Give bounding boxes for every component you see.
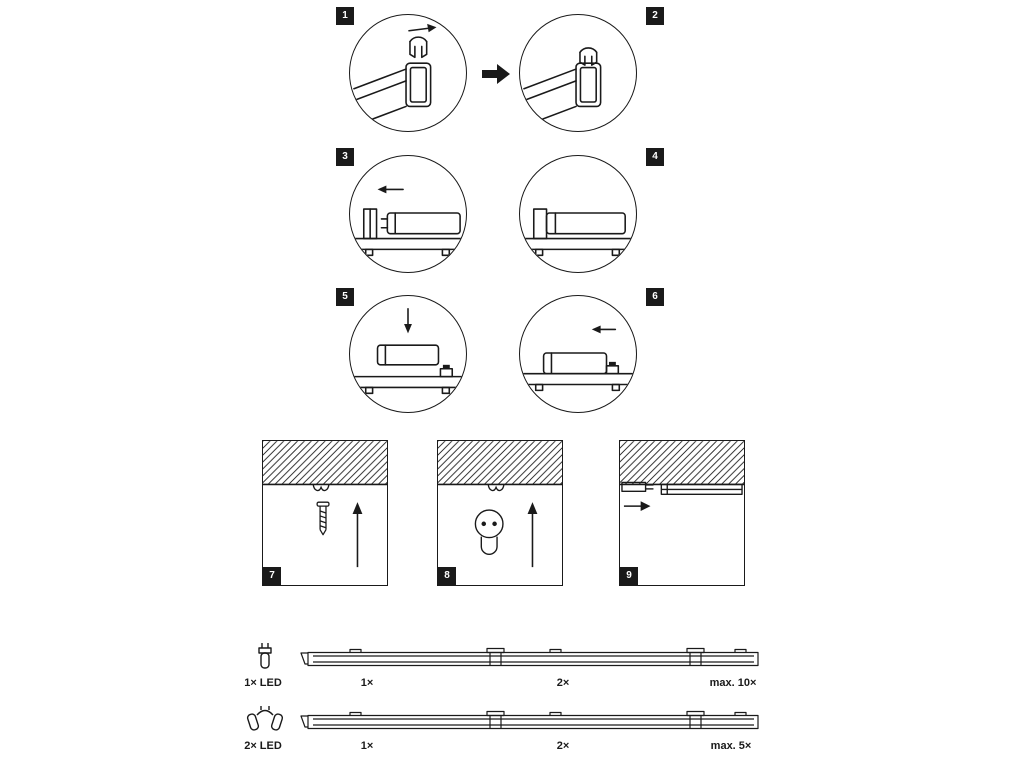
step-2-circle [519,14,637,132]
junction-connector [486,710,505,729]
feed-end [300,715,308,728]
slide-arrow-line [408,27,430,32]
press-arrow-head [404,324,412,334]
rail-clip [439,367,454,378]
step-badge-6: 6 [646,288,664,306]
linked-fixtures-row-1 [298,646,768,672]
step-7-drawing [263,441,387,568]
led-tube [376,344,440,366]
step-4-circle [519,155,637,273]
ceiling-clip-icon [312,484,330,492]
fixture-body [307,651,759,667]
mounted-fixture [660,483,743,495]
ceiling-clip-icon [487,484,505,492]
step-8-panel [437,440,563,586]
end-socket [532,208,548,240]
step-6-circle [519,295,637,413]
step-9-panel [619,440,745,586]
step-badge-8: 8 [438,567,456,585]
fixture-body [307,714,759,730]
mounting-rail [523,237,633,257]
rail-clip-head [442,364,450,369]
mounting-rail [353,375,463,395]
double-led-tube-icon [243,703,287,737]
plug-pin-hole [492,521,497,527]
row-1-count-max: max. 10× [709,677,757,689]
connector-icon [621,481,654,493]
ceiling-hatch [620,441,744,485]
step-badge-2: 2 [646,7,664,25]
step-2-drawing [523,47,602,127]
row-2-count-2: 2× [556,740,570,752]
mounting-clip-icon [409,36,428,59]
step-1-drawing [353,23,437,127]
row-1-count-1: 1× [360,677,374,689]
step-5-circle [349,295,467,413]
step-7-panel [262,440,388,586]
junction-connector [686,647,705,666]
step-badge-1: 1 [336,7,354,25]
row-2-count-1: 1× [360,740,374,752]
step-badge-3: 3 [336,148,354,166]
up-arrow-head [352,502,363,514]
step-badge-9: 9 [620,567,638,585]
mounting-clip [549,648,562,653]
linked-fixtures-row-2 [298,709,768,735]
step-1-circle [349,14,467,132]
slide-arrow-head [377,185,387,194]
mounting-rail [523,372,633,392]
step-badge-7: 7 [263,567,281,585]
single-led-tube-icon [248,640,282,674]
step-3-drawing [353,185,463,257]
mounting-clip [349,711,362,716]
mounting-clip [349,648,362,653]
rail-clip-head [608,361,616,366]
step-6-drawing [523,325,633,392]
feed-end [300,652,308,665]
mounting-clip [734,711,747,716]
plug-pin-hole [481,521,487,527]
next-step-arrow-icon [482,64,510,84]
step-badge-5: 5 [336,288,354,306]
step-5-drawing [353,307,463,395]
mounting-clip [549,711,562,716]
rail-clip [605,365,620,375]
led-tube [380,212,461,235]
screw-anchor-icon [316,501,330,536]
step-3-circle [349,155,467,273]
fixture-end [353,62,432,127]
row-2-count-max: max. 5× [710,740,752,752]
step-badge-4: 4 [646,148,664,166]
row-2-icon-label: 2× LED [244,740,282,752]
step-9-drawing [620,441,744,512]
up-arrow-head [527,502,538,514]
power-plug-icon [474,509,504,555]
row-1-count-2: 2× [556,677,570,689]
led-tube [542,352,608,375]
junction-connector [686,710,705,729]
step-4-drawing [523,208,633,257]
ceiling-hatch [438,441,562,485]
insert-arrow-head [640,501,651,512]
mounting-rail [353,237,463,257]
row-1-icon-label: 1× LED [244,677,282,689]
led-tube [545,212,626,235]
junction-connector [486,647,505,666]
end-socket [362,208,378,240]
lock-arrow-head [591,325,601,334]
ceiling-hatch [263,441,387,485]
step-8-drawing [438,441,562,568]
fixture-end [523,62,602,127]
mounting-clip [734,648,747,653]
slide-arrow-head [427,23,437,33]
